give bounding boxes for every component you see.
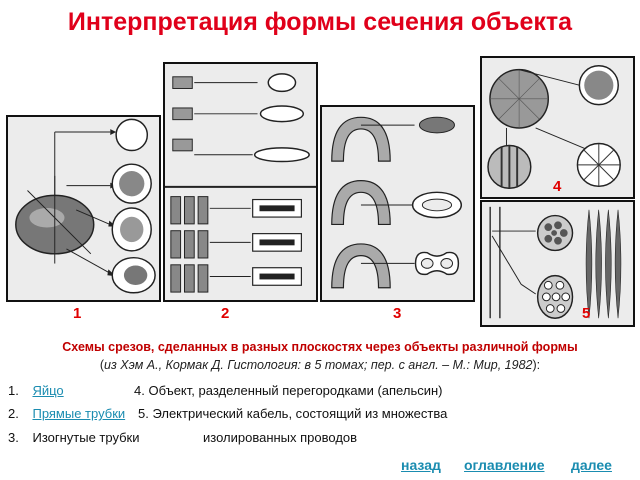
egg-sections-diagram bbox=[15, 118, 156, 294]
diagram-panel-orange bbox=[480, 56, 635, 199]
panel-label-1: 1 bbox=[73, 305, 82, 322]
diagram-panel-egg bbox=[6, 115, 161, 302]
nav-contents-link[interactable]: оглавление bbox=[464, 457, 545, 473]
nav-next-link[interactable]: далее bbox=[571, 457, 612, 473]
orange-sections-diagram bbox=[487, 65, 621, 189]
source-citation: из Хэм А., Кормак Д. Гистология: в 5 том… bbox=[104, 358, 533, 372]
panel-label-2: 2 bbox=[221, 305, 230, 322]
straight-tubes-diagram bbox=[165, 73, 316, 293]
list-item-5: 5. Электрический кабель, состоящий из мн… bbox=[138, 406, 448, 421]
list-item-3: 3. Изогнутые трубки bbox=[8, 430, 140, 445]
list-item-4: 4. Объект, разделенный перегородками (ап… bbox=[134, 383, 443, 398]
panel-label-5: 5 bbox=[582, 305, 591, 322]
panel-label-3: 3 bbox=[393, 305, 402, 322]
curved-tubes-diagram bbox=[331, 116, 463, 289]
diagram-panel-curved-tubes bbox=[320, 105, 475, 302]
diagram-panel-straight-tubes bbox=[163, 62, 318, 302]
list-item-2: 2. Прямые трубки bbox=[8, 406, 126, 421]
nav-back-link[interactable]: назад bbox=[401, 457, 441, 473]
cable-sections-diagram bbox=[489, 206, 622, 319]
figure-source: (из Хэм А., Кормак Д. Гистология: в 5 то… bbox=[99, 358, 541, 372]
panel-label-4: 4 bbox=[553, 178, 562, 195]
list-item-5-continuation: изолированных проводов bbox=[203, 430, 358, 445]
figure-caption: Схемы срезов, сделанных в разных плоскос… bbox=[62, 340, 578, 354]
list-item-1: 1. Яйцо bbox=[8, 383, 64, 398]
page-title: Интерпретация формы сечения объекта bbox=[67, 8, 573, 36]
link-straight-tubes[interactable]: Прямые трубки bbox=[32, 406, 126, 421]
list-item-3-label: Изогнутые трубки bbox=[32, 430, 140, 445]
link-egg[interactable]: Яйцо bbox=[32, 383, 64, 398]
diagram-panel-cable bbox=[480, 200, 635, 327]
